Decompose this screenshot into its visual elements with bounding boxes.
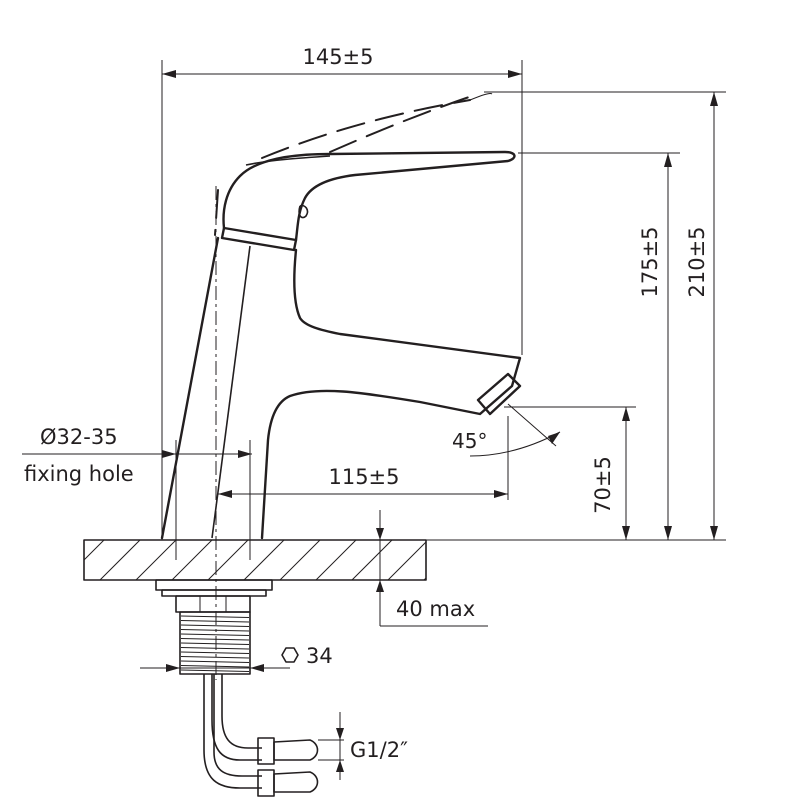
arrow-bottom xyxy=(376,580,384,592)
connector-2-nut xyxy=(257,769,275,797)
countertop-outline xyxy=(83,539,427,581)
flexible-hoses xyxy=(203,674,319,797)
mounting-washer xyxy=(155,579,273,591)
angle-leg xyxy=(507,403,557,447)
arrow-right xyxy=(238,450,252,458)
dimension-spout-angle: 45° xyxy=(452,403,561,457)
angle-arrow xyxy=(548,432,560,444)
thread-line xyxy=(180,633,250,636)
threaded-shank xyxy=(179,611,251,675)
body-left-edge xyxy=(160,236,220,540)
arrow-right xyxy=(508,70,522,78)
hatch-line xyxy=(423,577,427,581)
dimension-total-height: 210±5 xyxy=(484,91,726,540)
thread-line xyxy=(180,615,250,618)
hatch-line xyxy=(351,539,393,581)
arrow-bottom xyxy=(710,526,718,540)
handle-screw xyxy=(298,204,309,219)
thread-label: G1/2″ xyxy=(350,738,408,762)
connector-2-fitting xyxy=(273,771,319,793)
arrow-bottom xyxy=(622,526,630,540)
body-spout-contour xyxy=(260,248,522,540)
faucet-body xyxy=(160,150,522,540)
thread-line xyxy=(180,651,250,654)
hatch-line xyxy=(99,539,141,581)
hatch-line xyxy=(243,539,285,581)
arrow-top xyxy=(336,728,344,740)
mounting-shank xyxy=(155,579,273,675)
raised-handle-tip xyxy=(469,93,493,101)
dimension-overall-width: 145±5 xyxy=(161,45,523,540)
dimension-spout-reach: 115±5 xyxy=(218,416,509,500)
thread-line xyxy=(180,624,250,627)
thread-line xyxy=(180,665,250,668)
dimension-nut-size: 34 xyxy=(140,644,333,672)
arrow-right xyxy=(494,490,508,498)
body-inner-line xyxy=(211,245,251,539)
hatch-line xyxy=(207,539,249,581)
spout-height-label: 175±5 xyxy=(638,226,662,297)
dimension-thread: G1/2″ xyxy=(318,712,408,780)
nut-size-label: 34 xyxy=(306,644,333,668)
arrow-top xyxy=(622,407,630,421)
thread-line xyxy=(180,660,250,663)
arrow-left xyxy=(162,450,176,458)
arrow-top xyxy=(664,153,672,167)
mounting-nut xyxy=(175,595,251,613)
arrow-top xyxy=(376,528,384,540)
hatch-line xyxy=(387,541,427,581)
overall-width-label: 145±5 xyxy=(302,45,373,69)
arrow-left xyxy=(218,490,232,498)
countertop-hatching xyxy=(83,539,427,581)
thread-line xyxy=(180,638,250,641)
hatch-line xyxy=(83,539,105,561)
shank-threads xyxy=(180,615,250,672)
fixing-hole-label: fixing hole xyxy=(24,462,134,486)
total-height-label: 210±5 xyxy=(685,226,709,297)
hatch-line xyxy=(279,539,321,581)
thread-line xyxy=(180,669,250,672)
arrow-left xyxy=(166,664,180,672)
lever-handle xyxy=(222,150,516,242)
dimension-fixing-hole: Ø32-35 fixing hole xyxy=(22,186,252,680)
thread-line xyxy=(180,629,250,632)
arrow-left xyxy=(162,70,176,78)
thread-line xyxy=(180,642,250,645)
hose-2-inner xyxy=(213,674,262,777)
arrow-right xyxy=(250,664,264,672)
raised-handle-upper-edge xyxy=(329,93,479,153)
angle-label: 45° xyxy=(452,429,487,453)
hose-1-outer xyxy=(211,674,262,761)
lever-handle-highlight xyxy=(245,155,331,166)
dimension-max-thickness: 40 max xyxy=(376,510,488,627)
spout-reach-label: 115±5 xyxy=(328,465,399,489)
countertop-section xyxy=(83,539,427,581)
thread-line xyxy=(180,647,250,650)
arrow-bottom xyxy=(336,760,344,772)
hose-1-inner xyxy=(221,674,262,749)
hole-diameter-label: Ø32-35 xyxy=(40,425,118,449)
hatch-line xyxy=(315,539,357,581)
outlet-height-label: 70±5 xyxy=(591,456,615,514)
hose-2-outer xyxy=(203,674,262,789)
mounting-plate xyxy=(161,589,267,597)
connector-1-fitting xyxy=(273,739,319,761)
dimension-outlet-height: 70±5 xyxy=(504,406,636,540)
aerator-outlet xyxy=(476,372,522,416)
hatch-line xyxy=(171,539,213,581)
hexagon-icon xyxy=(281,647,299,663)
raised-handle-lower-edge xyxy=(261,99,471,159)
thread-line xyxy=(180,656,250,659)
arrow-top xyxy=(710,92,718,106)
dimension-spout-height: 175±5 xyxy=(518,152,680,540)
thread-line xyxy=(180,620,250,623)
collar-ring xyxy=(220,226,298,252)
max-thickness-label: 40 max xyxy=(396,597,475,621)
hatch-line xyxy=(135,539,177,581)
arrow-bottom xyxy=(664,526,672,540)
